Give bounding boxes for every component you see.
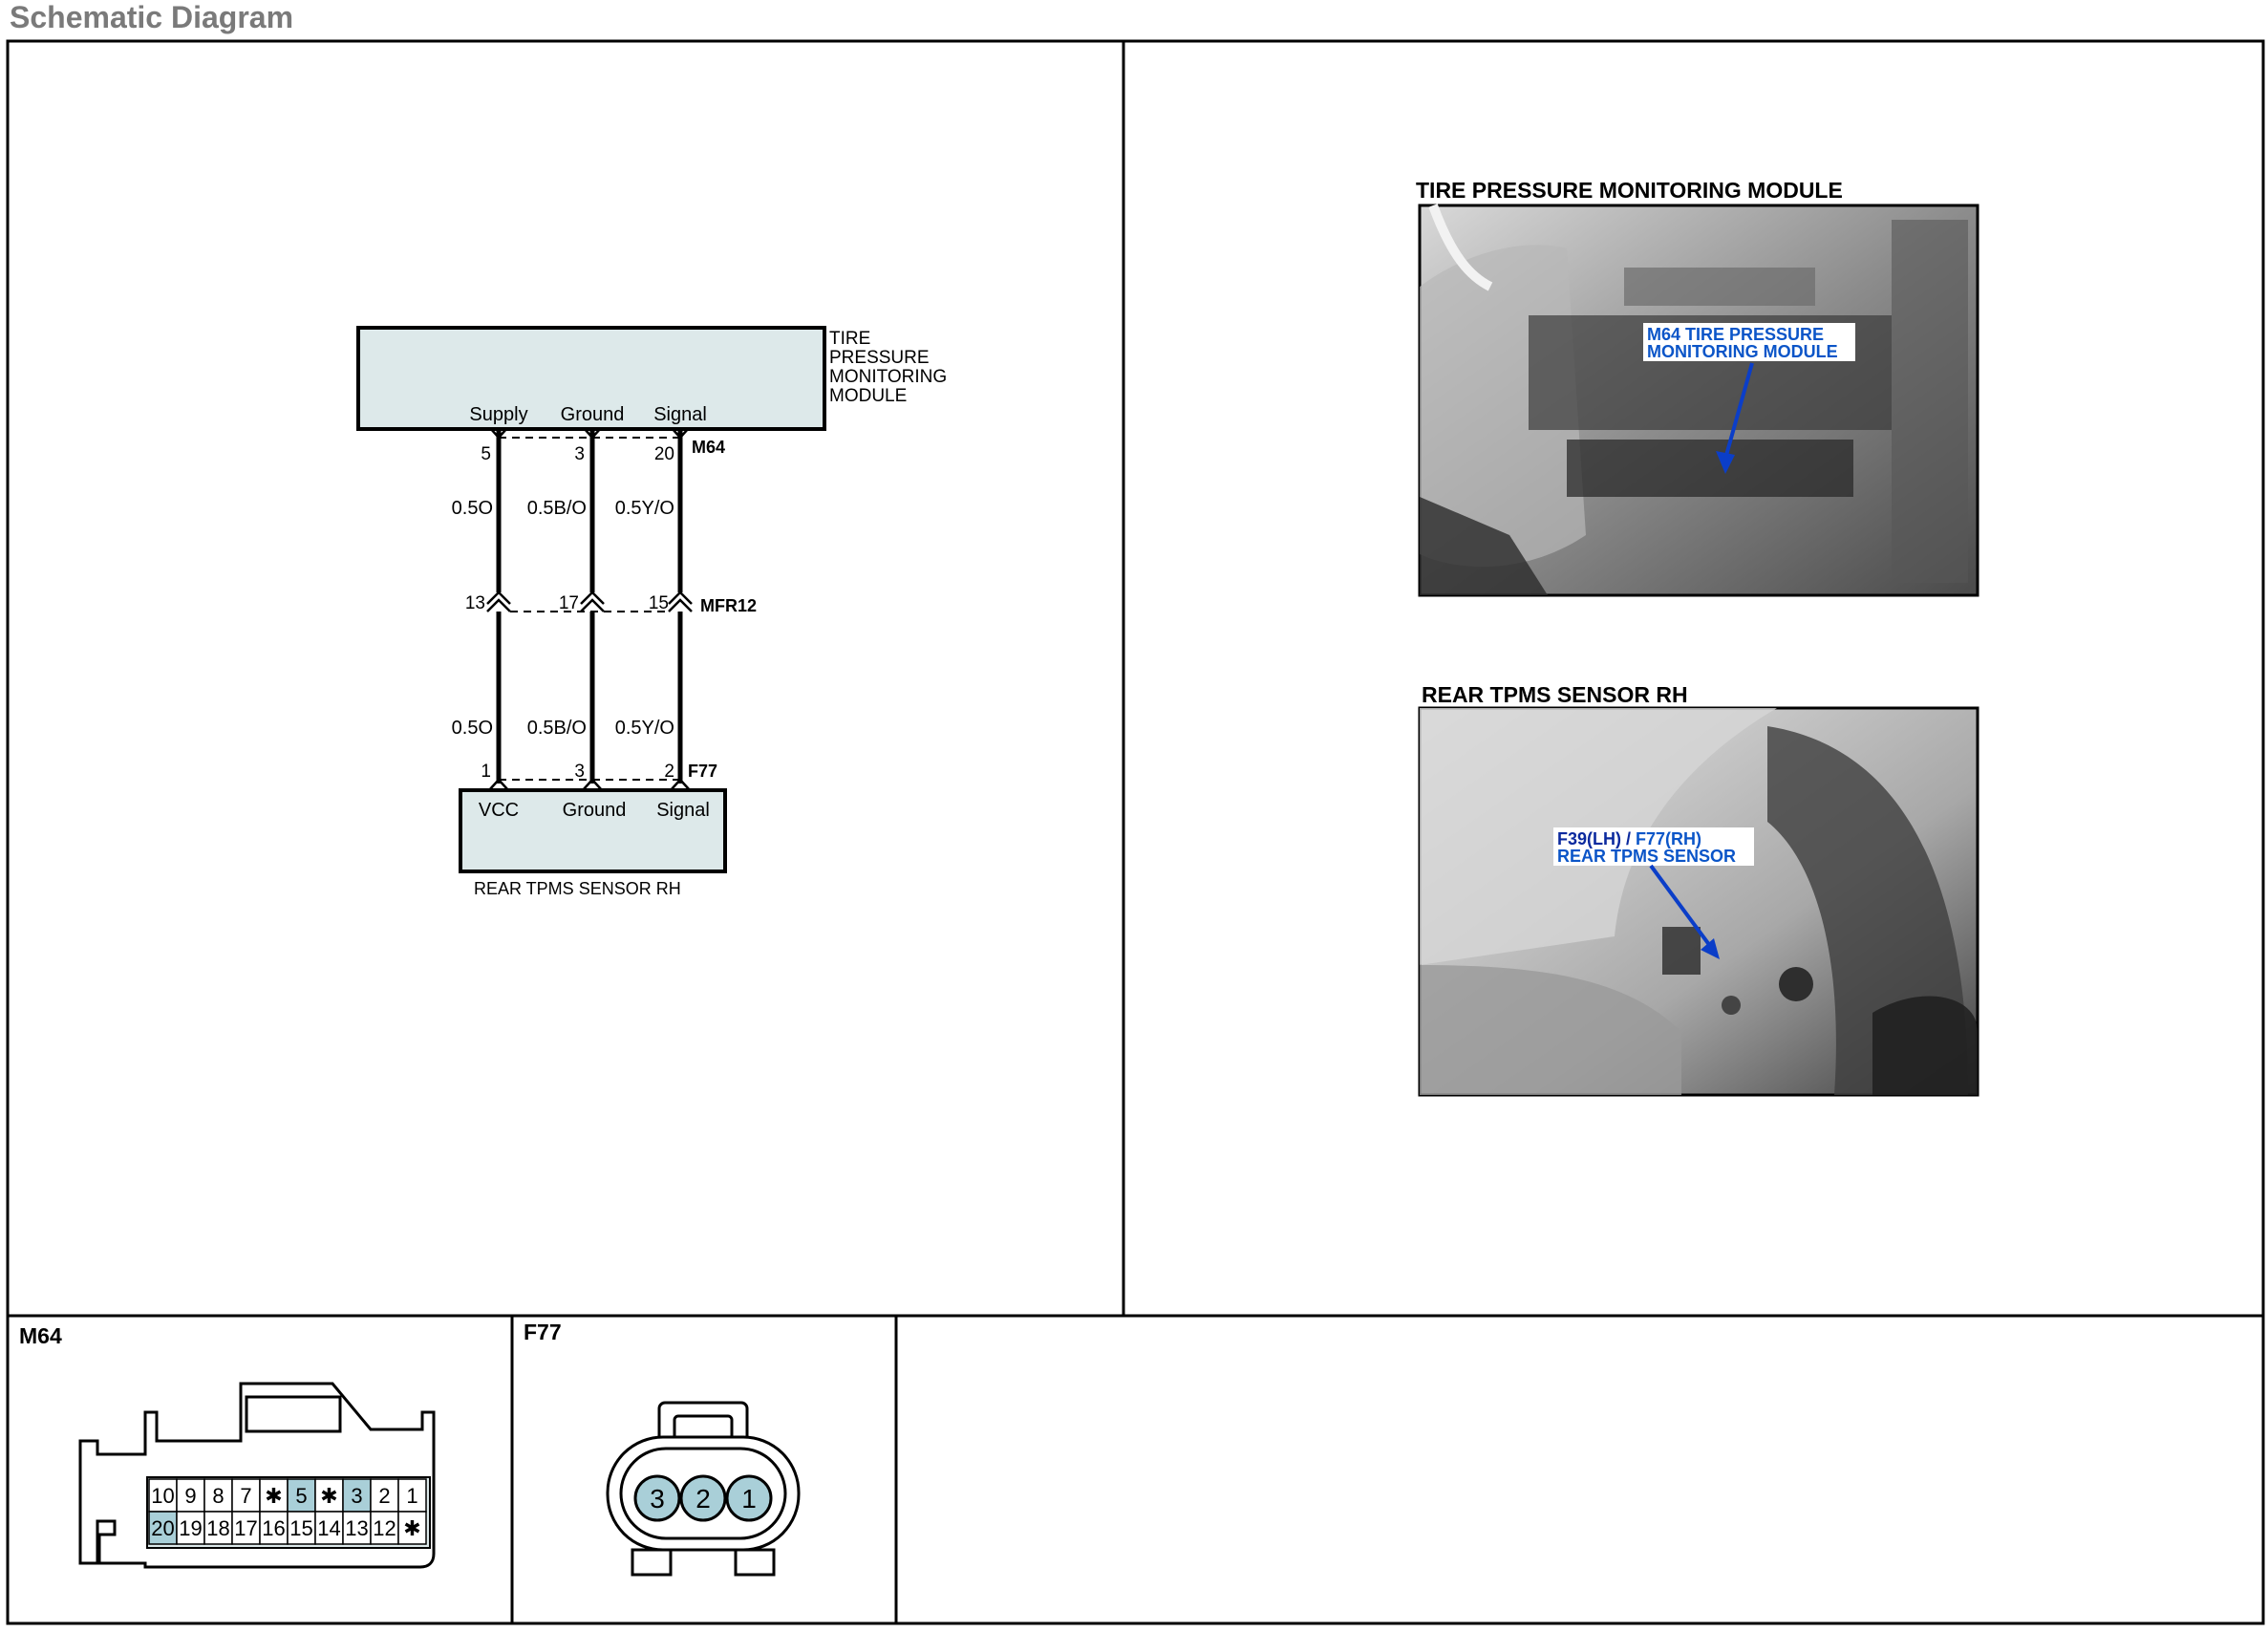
m64-pin-cell (176, 1511, 205, 1545)
f77-pin-faces (633, 1474, 773, 1522)
photo-sensor-callout-line-2: REAR TPMS SENSOR (1557, 847, 1736, 866)
f77-view-title: F77 (524, 1320, 562, 1344)
m64-pin-number: 12 (373, 1516, 396, 1540)
m64-pin-number: ✱ (403, 1516, 420, 1540)
m64-pin-cell (259, 1511, 289, 1545)
f77-pin-1: 1 (481, 762, 491, 782)
mfr12-pin-15: 15 (649, 593, 669, 613)
photo-module-callout-line-1: M64 TIRE PRESSURE (1647, 325, 1824, 344)
m64-pin-number: 9 (184, 1484, 196, 1508)
photo-module-callout-bg (1643, 323, 1855, 361)
upper-wire-ground-spec: 0.5B/O (527, 498, 587, 519)
module-name-line-1: TIRE (829, 329, 870, 349)
sheet-frame (6, 39, 2265, 1625)
f77-pin-face-3 (633, 1474, 681, 1522)
photo-sensor-title: REAR TPMS SENSOR RH (1422, 682, 1688, 707)
mfr12-splice-symbols (486, 591, 693, 612)
sensor-pin-label-ground: Ground (563, 800, 627, 821)
photo-module-title: TIRE PRESSURE MONITORING MODULE (1416, 178, 1843, 203)
m64-pin-number: 7 (240, 1484, 251, 1508)
m64-pin-cell (203, 1478, 233, 1513)
f77-pin-face-1 (725, 1474, 773, 1522)
lower-wire-ground-spec: 0.5B/O (527, 718, 587, 739)
m64-pin-3: 3 (574, 444, 585, 464)
module-name-line-4: MODULE (829, 386, 907, 406)
mfr12-pin-13: 13 (465, 593, 485, 613)
m64-view-title: M64 (19, 1323, 62, 1348)
f77-pin-arrows (488, 778, 691, 791)
sensor-pin-label-vcc: VCC (479, 800, 519, 821)
photo-sensor-callout-bg (1553, 827, 1754, 866)
f77-pin-face-2 (679, 1474, 727, 1522)
m64-pin-number: 1 (406, 1484, 417, 1508)
module-pin-label-supply: Supply (469, 404, 527, 425)
m64-pin-number: 8 (212, 1484, 224, 1508)
module-pin-label-signal: Signal (653, 404, 707, 425)
sensor-name: REAR TPMS SENSOR RH (474, 879, 681, 898)
m64-pin-number: ✱ (265, 1484, 282, 1508)
photo-sensor-callout-lh: F39(LH) / (1557, 829, 1636, 848)
f77-pin-number-3: 3 (650, 1484, 665, 1514)
module-name-line-2: PRESSURE (829, 348, 930, 368)
f77-pin-number-2: 2 (695, 1484, 711, 1514)
m64-pin-cell (231, 1511, 261, 1545)
m64-connector-label: M64 (692, 438, 725, 457)
photo-sensor-arrow (1649, 864, 1720, 959)
m64-pin-number: 2 (378, 1484, 390, 1508)
m64-pin-20: 20 (654, 444, 674, 464)
m64-pin-number: 13 (345, 1516, 368, 1540)
upper-wires (496, 429, 683, 592)
m64-pin-number: 19 (179, 1516, 202, 1540)
lower-wires (496, 612, 683, 784)
upper-wire-supply-spec: 0.5O (452, 498, 493, 519)
m64-pin-number: 5 (295, 1484, 307, 1508)
module-name-line-3: MONITORING (829, 367, 947, 387)
f77-pin-2: 2 (664, 762, 674, 782)
photo-module-image (1418, 204, 1979, 597)
m64-pin-number: 18 (206, 1516, 229, 1540)
photo-module-arrow (1716, 362, 1754, 474)
f77-pin-3: 3 (574, 762, 585, 782)
m64-pin-number: 15 (289, 1516, 312, 1540)
sensor-pin-label-signal: Signal (656, 800, 710, 821)
upper-wire-signal-spec: 0.5Y/O (615, 498, 674, 519)
page-title: Schematic Diagram (10, 0, 294, 34)
mfr12-pin-17: 17 (559, 593, 579, 613)
mfr12-connector-label: MFR12 (700, 596, 757, 615)
m64-pin-number: 16 (262, 1516, 285, 1540)
m64-pin-number: 17 (234, 1516, 257, 1540)
m64-pin-number: ✱ (320, 1484, 337, 1508)
f77-pin-number-1: 1 (741, 1484, 757, 1514)
module-pin-label-ground: Ground (561, 404, 625, 425)
photo-sensor-image (1418, 706, 1979, 1097)
sensor-box (459, 788, 727, 873)
m64-pin-cell (314, 1478, 344, 1513)
m64-pin-cell (397, 1511, 427, 1545)
m64-pin-number: 20 (151, 1516, 174, 1540)
lower-wire-supply-spec: 0.5O (452, 718, 493, 739)
m64-pin-number: 14 (317, 1516, 340, 1540)
m64-pin-cell (370, 1478, 399, 1513)
lower-wire-signal-spec: 0.5Y/O (615, 718, 674, 739)
photo-sensor-callout-rh: F77(RH) (1636, 829, 1701, 848)
m64-pin-cell (231, 1478, 261, 1513)
m64-pin-number: 10 (151, 1484, 174, 1508)
m64-pin-5: 5 (481, 444, 491, 464)
m64-pin-cell (203, 1511, 233, 1545)
m64-pin-number: 3 (351, 1484, 362, 1508)
photo-sensor-callout-line-1: F39(LH) / F77(RH) (1557, 829, 1701, 848)
photo-module-callout-line-2: MONITORING MODULE (1647, 342, 1838, 361)
f77-connector-label: F77 (688, 762, 717, 781)
